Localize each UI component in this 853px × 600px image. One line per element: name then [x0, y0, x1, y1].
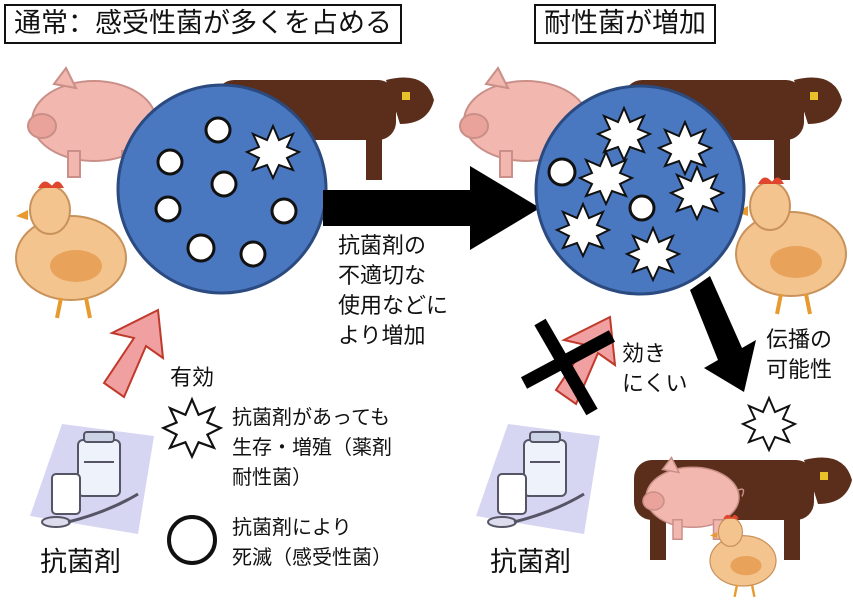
title-normal: 通常：感受性菌が多くを占める — [4, 4, 402, 44]
legend-resistant-icon — [162, 398, 222, 458]
main-arrow — [323, 166, 540, 250]
legend-susceptible-line: 死滅（感受性菌） — [232, 545, 392, 569]
chicken-icon — [708, 513, 778, 598]
arrow-label-line: 使用などに — [338, 294, 449, 319]
arrow-label-line: より増加 — [338, 324, 426, 349]
effective-arrow — [102, 308, 165, 399]
resistant-bacterium-icon — [246, 125, 300, 179]
bottom-right-animals — [634, 456, 852, 598]
hard-to-work-label-line: にくい — [622, 372, 688, 397]
spread-label-line: 伝播の — [766, 328, 833, 353]
susceptible-bacterium-icon — [628, 194, 656, 222]
susceptible-bacterium-icon — [547, 157, 577, 187]
legend-susceptible-icon — [167, 515, 217, 565]
blocked-arrow — [520, 315, 617, 416]
cross-mark — [534, 318, 598, 416]
drug-icon — [474, 422, 602, 536]
legend-susceptible-line: 抗菌剤により — [232, 515, 352, 539]
right-scene — [459, 67, 848, 316]
spread-arrow — [690, 276, 756, 392]
chicken-icon — [14, 179, 128, 320]
arrow-label-line: 不適切な — [338, 264, 427, 289]
spread-resistant-icon — [742, 397, 796, 451]
susceptible-bacteria-group — [154, 116, 298, 268]
arrow-label-line: 抗菌剤の — [338, 234, 427, 259]
legend-resistant-line: 耐性菌） — [232, 465, 312, 489]
legend-resistant-line: 生存・増殖（薬剤 — [232, 435, 392, 459]
title-resistant: 耐性菌が増加 — [534, 4, 716, 44]
drug-label-left: 抗菌剤 — [40, 547, 121, 578]
left-scene — [14, 67, 434, 320]
spread-label-line: 可能性 — [766, 358, 833, 383]
drug-icon — [28, 422, 156, 536]
hard-to-work-label-line: 効き — [622, 342, 667, 367]
drug-label-right: 抗菌剤 — [490, 547, 571, 578]
legend-resistant-line: 抗菌剤があっても — [232, 405, 390, 429]
effective-label: 有効 — [170, 366, 215, 391]
chicken-icon — [734, 175, 848, 316]
